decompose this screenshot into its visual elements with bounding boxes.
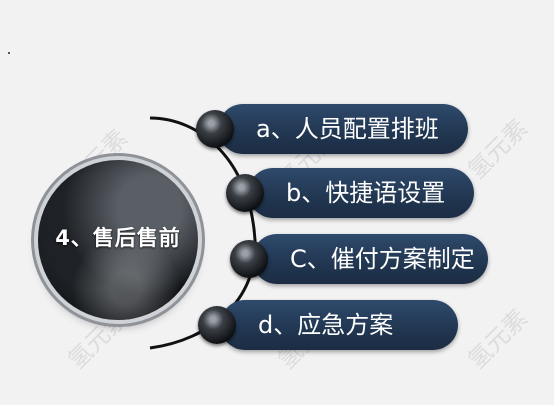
item-label: d、应急方案 — [258, 311, 394, 339]
stray-dot — [8, 52, 10, 54]
bullet-ball-icon — [196, 110, 234, 148]
hub-title: 4、售后售前 — [55, 226, 181, 250]
item-pill-b: b、快捷语设置 — [248, 168, 474, 218]
item-pill-a: a、人员配置排班 — [218, 104, 468, 154]
item-label: b、快捷语设置 — [286, 179, 446, 207]
item-label: C、催付方案制定 — [290, 245, 475, 273]
watermark: 氢元素 — [462, 303, 534, 375]
bullet-ball-icon — [230, 240, 268, 278]
item-pill-d: d、应急方案 — [220, 300, 458, 350]
item-pill-c: C、催付方案制定 — [252, 234, 488, 284]
item-label: a、人员配置排班 — [256, 115, 439, 143]
bullet-ball-icon — [198, 306, 236, 344]
bullet-ball-icon — [226, 174, 264, 212]
watermark: 氢元素 — [462, 113, 534, 185]
hub-circle: 4、售后售前 — [38, 160, 198, 320]
